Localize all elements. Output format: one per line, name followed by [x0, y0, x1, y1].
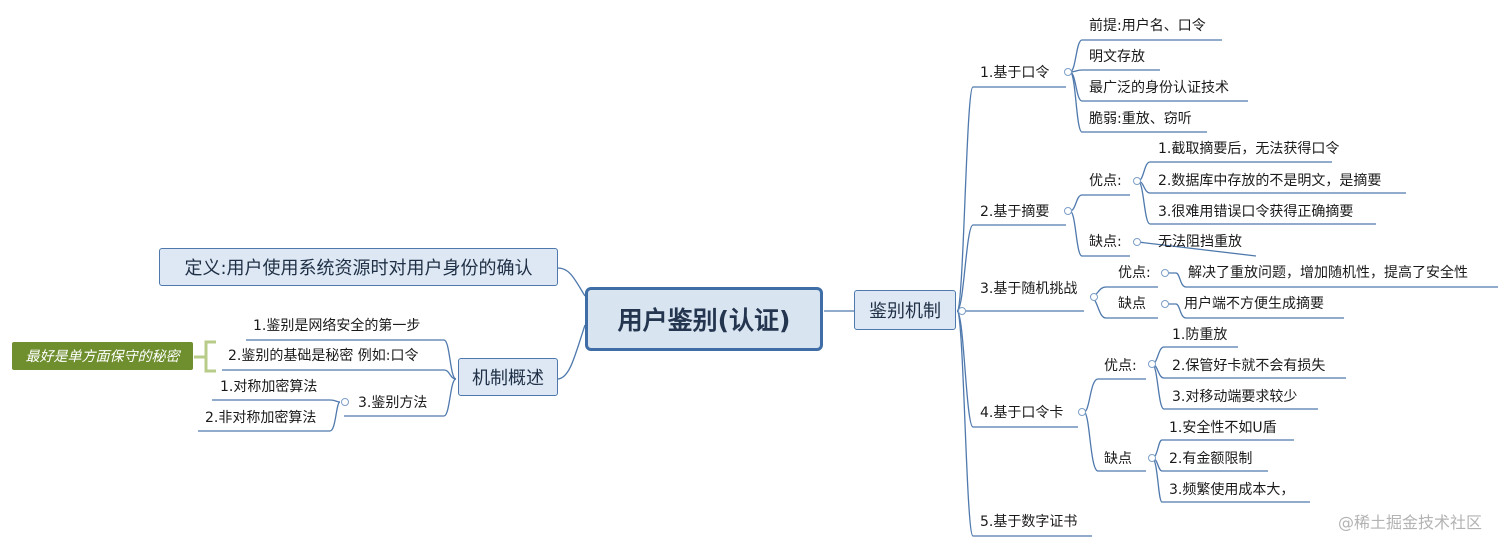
digest-pro-2[interactable]: 2.数据库中存放的不是明文，是摘要 [1158, 173, 1382, 189]
challenge-pros-label[interactable]: 优点: [1118, 265, 1151, 281]
digest-pro-1[interactable]: 1.截取摘要后，无法获得口令 [1158, 141, 1340, 157]
card-con-2[interactable]: 2.有金额限制 [1169, 451, 1253, 467]
password-item-4[interactable]: 脆弱:重放、窃听 [1089, 111, 1192, 127]
password-item-2[interactable]: 明文存放 [1089, 49, 1145, 65]
digest-pros-label[interactable]: 优点: [1089, 173, 1122, 189]
branch-password-card[interactable]: 4.基于口令卡 [980, 405, 1064, 421]
definition-label: 定义:用户使用系统资源时对用户身份的确认 [184, 258, 533, 279]
challenge-cons-label[interactable]: 缺点 [1118, 296, 1146, 312]
branch-password[interactable]: 1.基于口令 [980, 65, 1050, 81]
challenge-pro-1[interactable]: 解决了重放问题，增加随机性，提高了安全性 [1188, 265, 1468, 281]
overview-label: 机制概述 [472, 368, 544, 389]
password-item-1[interactable]: 前提:用户名、口令 [1089, 18, 1206, 34]
digest-con-1[interactable]: 无法阻挡重放 [1158, 234, 1242, 250]
central-topic-label: 用户鉴别(认证) [617, 306, 791, 335]
method-item-1[interactable]: 1.对称加密算法 [220, 379, 318, 395]
watermark: @稀土掘金技术社区 [1338, 513, 1483, 532]
card-con-1[interactable]: 1.安全性不如U盾 [1169, 420, 1277, 436]
method-item-2[interactable]: 2.非对称加密算法 [205, 410, 317, 426]
card-con-3[interactable]: 3.频繁使用成本大， [1169, 482, 1295, 498]
mechanism-node[interactable]: 鉴别机制 [854, 290, 956, 330]
mechanism-label: 鉴别机制 [869, 301, 941, 322]
branch-challenge[interactable]: 3.基于随机挑战 [980, 281, 1078, 297]
overview-node[interactable]: 机制概述 [458, 358, 558, 396]
digest-cons-label[interactable]: 缺点: [1089, 234, 1122, 250]
password-item-3[interactable]: 最广泛的身份认证技术 [1089, 80, 1229, 96]
card-pros-label[interactable]: 优点: [1104, 358, 1137, 374]
definition-node[interactable]: 定义:用户使用系统资源时对用户身份的确认 [159, 248, 558, 286]
card-pro-1[interactable]: 1.防重放 [1172, 327, 1228, 343]
overview-item-3[interactable]: 3.鉴别方法 [358, 395, 428, 411]
branch-digest[interactable]: 2.基于摘要 [980, 204, 1050, 220]
card-cons-label[interactable]: 缺点 [1104, 451, 1132, 467]
note-callout[interactable]: 最好是单方面保守的秘密 [12, 342, 193, 370]
challenge-con-1[interactable]: 用户端不方便生成摘要 [1184, 296, 1324, 312]
central-topic[interactable]: 用户鉴别(认证) [585, 287, 823, 351]
card-pro-3[interactable]: 3.对移动端要求较少 [1172, 389, 1298, 405]
card-pro-2[interactable]: 2.保管好卡就不会有损失 [1172, 358, 1326, 374]
overview-item-1[interactable]: 1.鉴别是网络安全的第一步 [253, 318, 421, 334]
note-label: 最好是单方面保守的秘密 [25, 349, 180, 365]
overview-item-2[interactable]: 2.鉴别的基础是秘密 例如:口令 [228, 348, 419, 364]
branch-certificate[interactable]: 5.基于数字证书 [980, 514, 1078, 530]
digest-pro-3[interactable]: 3.很难用错误口令获得正确摘要 [1158, 204, 1354, 220]
